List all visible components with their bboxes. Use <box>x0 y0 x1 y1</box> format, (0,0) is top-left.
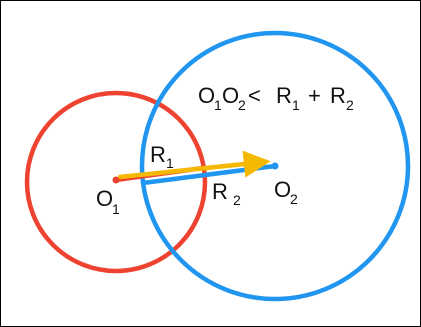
label-o1-letter: O <box>96 186 113 211</box>
formula-r2: R <box>330 83 346 108</box>
label-r2-subscript: 2 <box>233 192 241 208</box>
label-o2: O 2 <box>274 177 298 207</box>
label-r1: R 1 <box>150 142 174 171</box>
circle-o1 <box>24 90 208 274</box>
label-r2: R 2 <box>212 179 241 208</box>
formula-o1-subscript: 1 <box>214 97 222 113</box>
center-point-o1 <box>112 176 120 184</box>
label-r1-letter: R <box>150 142 166 167</box>
label-o2-subscript: 2 <box>290 191 298 207</box>
formula-o1: O <box>198 83 215 108</box>
formula-r2-subscript: 2 <box>346 97 354 113</box>
label-r2-letter: R <box>212 179 228 204</box>
label-r1-subscript: 1 <box>166 155 174 171</box>
formula-o2: O <box>222 83 239 108</box>
formula-less-than: < <box>248 83 261 108</box>
formula-plus: + <box>308 83 321 108</box>
circle-o2 <box>139 30 411 302</box>
formula-r1-subscript: 1 <box>292 97 300 113</box>
label-o1: O 1 <box>96 186 120 217</box>
formula-o2-subscript: 2 <box>238 97 246 113</box>
formula-text: O 1 O 2 < R 1 + R 2 <box>198 83 354 113</box>
formula-r1: R <box>276 83 292 108</box>
center-point-o2 <box>271 162 279 170</box>
label-o1-subscript: 1 <box>112 201 120 217</box>
center-distance-arrow <box>117 150 271 180</box>
label-o2-letter: O <box>274 177 291 202</box>
